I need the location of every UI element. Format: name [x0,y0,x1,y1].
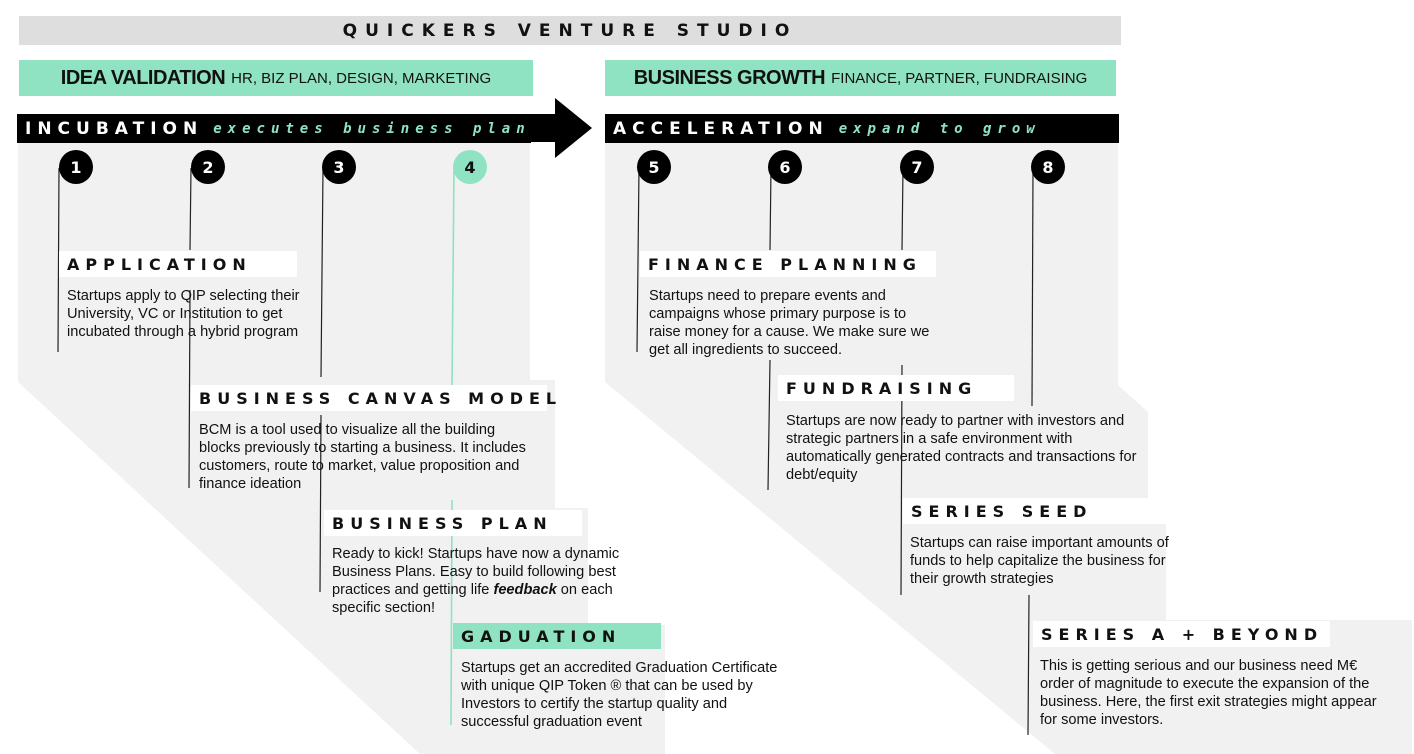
connector-4b [450,499,453,726]
business-plan-text-end: on each specific section! [332,582,613,616]
step-label-fundraising: FUNDRAISING [778,375,1014,401]
step-label-series-a-beyond: SERIES A + BEYOND [1033,621,1330,647]
step-description-graduation: Startups get an accredited Graduation Ce… [461,660,778,730]
step-label-graduation: GADUATION [453,623,661,649]
step-description-series-seed: Startups can raise important amounts of … [910,535,1169,587]
incubation-bar: INCUBATION executes business plan [17,114,531,143]
step-badge-7: 7 [900,150,934,184]
acceleration-tagline: expand to grow [838,120,1041,137]
step-badge-8: 8 [1031,150,1065,184]
phase-arrow [530,98,592,158]
business-growth-title: BUSINESS GROWTH [633,66,826,89]
connector-3b [319,414,322,593]
connector-8b [1027,594,1030,736]
connector-6 [769,167,772,251]
step-badge-3: 3 [322,150,356,184]
step-label-series-seed: SERIES SEED [903,498,1166,524]
step-description-application: Startups apply to QIP selecting their Un… [67,288,300,340]
step-badge-1: 1 [59,150,93,184]
step-badge-4: 4 [453,150,487,184]
connector-1 [57,167,60,353]
connector-8 [1031,167,1034,407]
step-badge-6: 6 [768,150,802,184]
connector-3 [320,167,324,378]
step-description-business-canvas-model: BCM is a tool used to visualize all the … [199,422,526,492]
connector-7b [900,364,903,596]
idea-validation-title: IDEA VALIDATION [60,66,226,89]
connector-2 [189,167,192,251]
step-description-finance-planning: Startups need to prepare events and camp… [649,288,930,358]
step-label-finance-planning: FINANCE PLANNING [640,251,936,277]
connector-5 [636,167,640,353]
idea-validation-header: IDEA VALIDATION HR, BIZ PLAN, DESIGN, MA… [19,60,533,96]
idea-validation-subtitle: HR, BIZ PLAN, DESIGN, MARKETING [231,69,492,87]
connector-4 [451,167,455,387]
connector-6b [767,359,771,491]
incubation-phase-name: INCUBATION [25,118,204,139]
step-badge-2: 2 [191,150,225,184]
incubation-panel [18,140,665,754]
acceleration-phase-name: ACCELERATION [613,118,829,139]
business-growth-header: BUSINESS GROWTH FINANCE, PARTNER, FUNDRA… [605,60,1116,96]
incubation-tagline: executes business plan [213,120,531,137]
business-plan-feedback-emphasis: feedback [493,582,557,598]
step-label-business-plan: BUSINESS PLAN [324,510,582,536]
business-plan-text-start: Ready to kick! Startups have now a dynam… [332,546,620,598]
step-description-fundraising: Startups are now ready to partner with i… [786,413,1137,483]
step-badge-5: 5 [637,150,671,184]
studio-title: QUICKERS VENTURE STUDIO [342,20,798,41]
business-growth-subtitle: FINANCE, PARTNER, FUNDRAISING [831,69,1088,87]
acceleration-panel [605,140,1412,754]
step-label-application: APPLICATION [59,251,297,277]
step-description-business-plan: Ready to kick! Startups have now a dynam… [332,545,652,617]
connector-7 [901,167,904,251]
step-label-business-canvas-model: BUSINESS CANVAS MODEL [191,385,556,411]
connector-2b [188,289,191,489]
studio-title-bar: QUICKERS VENTURE STUDIO [19,16,1121,45]
acceleration-bar: ACCELERATION expand to grow [605,114,1119,143]
step-description-series-a-beyond: This is getting serious and our business… [1040,658,1377,728]
